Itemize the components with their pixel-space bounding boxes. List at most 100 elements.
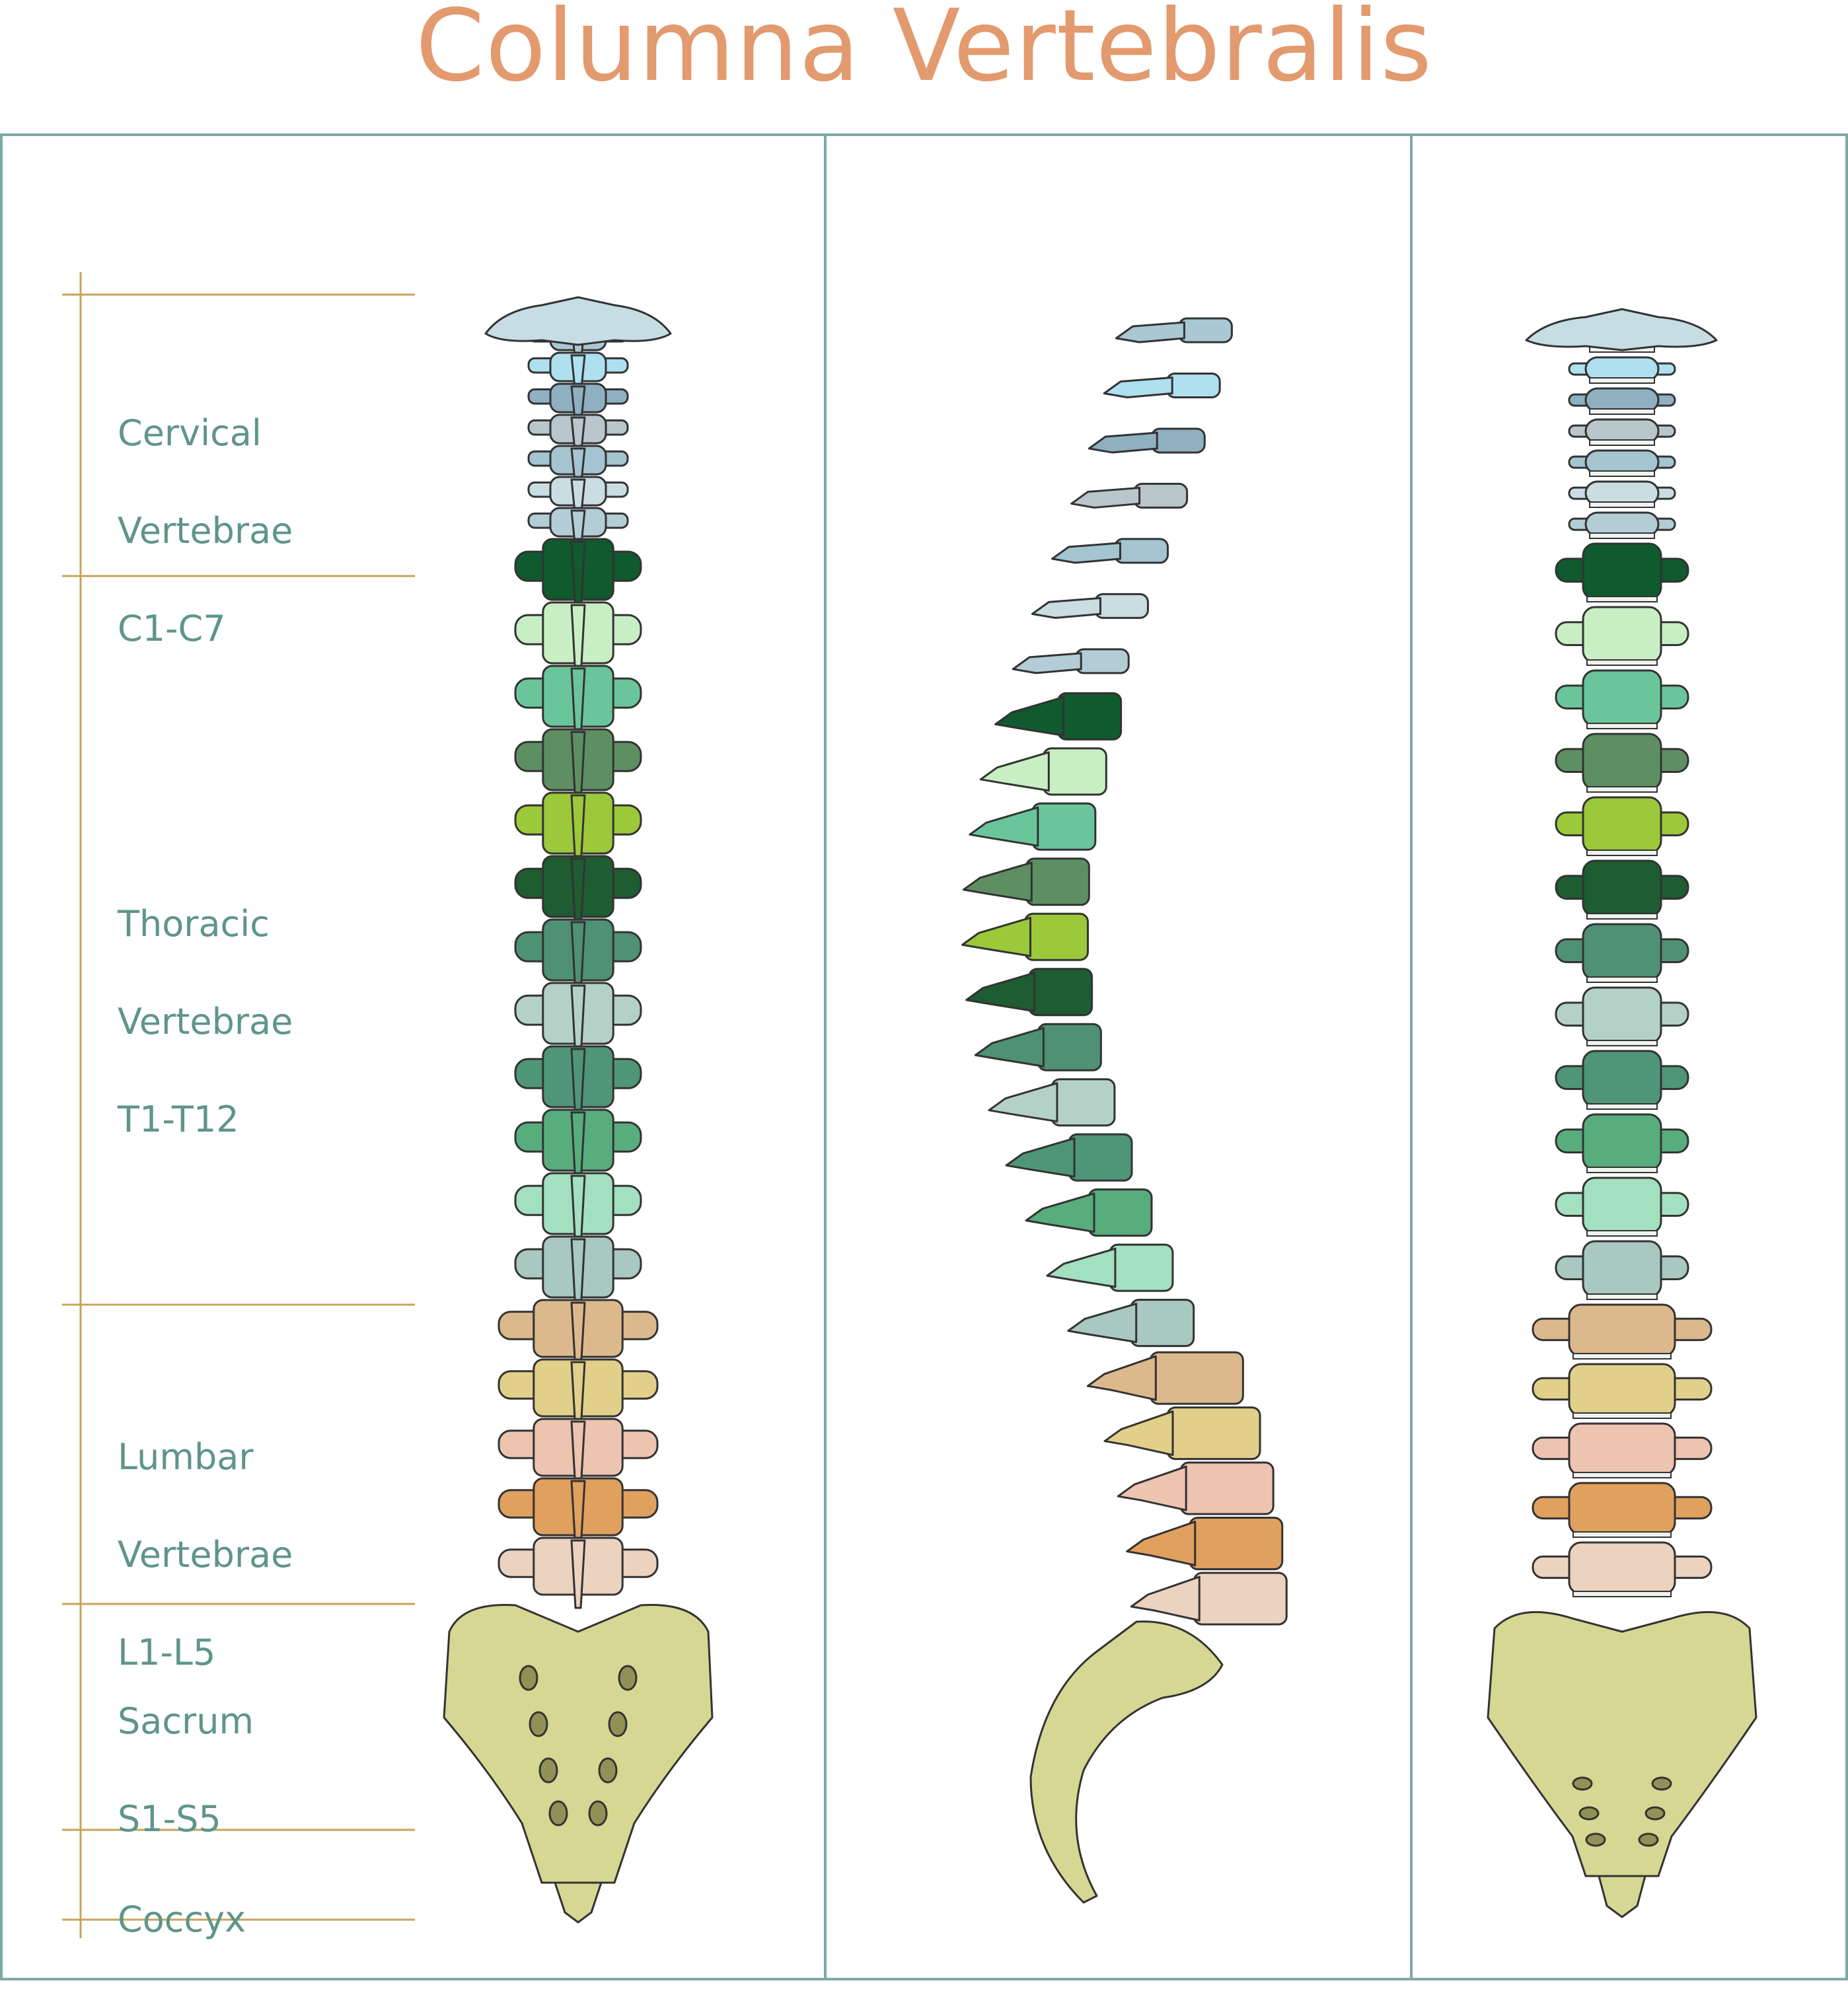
vertebra-lateral-t10 [1025,1188,1153,1237]
vertebra-anterior-l5 [1532,1541,1713,1597]
vertebra-lateral-c5 [1051,538,1169,564]
vertebral-body [1582,859,1662,918]
vertebral-body [1179,1461,1275,1515]
label-sacrum-line1: Sacrum [118,1700,254,1742]
intervertebral-disc [1586,723,1658,729]
intervertebral-disc [1586,913,1658,920]
vertebra-posterior-t11 [514,1172,642,1249]
vertebra-posterior-t3 [514,665,642,741]
vertebral-body [1130,1299,1195,1348]
vertebral-body [1093,593,1149,619]
vertebral-body [1582,1050,1662,1108]
vertebral-body [1113,538,1169,564]
vertebra-anterior-t10 [1555,1113,1689,1173]
intervertebral-disc [1572,1531,1672,1538]
sacral-foramen [1638,1832,1659,1847]
posterior-elements [1046,1247,1117,1288]
vertebra-lateral-t7 [974,1023,1102,1071]
vertebral-body [1584,387,1660,413]
vertebral-body [1028,968,1093,1017]
sacral-foramen [538,1757,558,1784]
intervertebral-disc [1589,470,1655,477]
vertebral-body [1582,1177,1662,1235]
posterior-elements [1086,1355,1157,1401]
vertebral-body [1582,1240,1662,1298]
intervertebral-disc [1572,1472,1672,1478]
vertebra-anterior-l4 [1532,1482,1713,1538]
label-sacrum-line2: S1-S5 [118,1798,221,1840]
intervertebral-disc [1586,850,1658,856]
vertebra-lateral-l2 [1103,1406,1261,1461]
intervertebral-disc [1586,596,1658,602]
vertebra-lateral-t8 [988,1078,1116,1127]
vertebra-anterior-t8 [1555,986,1689,1046]
posterior-elements [1103,1410,1174,1457]
intervertebral-disc [1586,1230,1658,1237]
vertebral-body [1166,1406,1261,1461]
vertebral-body [1193,1572,1288,1626]
posterior-elements [979,751,1050,792]
label-coccyx-line1: Coccyx [118,1899,246,1940]
posterior-elements [1088,431,1158,454]
vertebra-lateral-c7 [1012,648,1130,674]
sacral-foramen [519,1665,538,1691]
vertebra-posterior-l5 [498,1537,659,1609]
vertebra-anterior-t6 [1555,859,1689,920]
posterior-elements [1005,1137,1076,1178]
vertebral-body [1582,1113,1662,1171]
vertebral-body [1568,1422,1676,1476]
intervertebral-disc [1586,1167,1658,1173]
vertebra-anterior-l2 [1532,1363,1713,1419]
vertebral-body [1037,1023,1102,1071]
intervertebral-disc [1589,377,1655,384]
vertebral-body [1025,857,1090,906]
vertebral-body [1189,1517,1284,1571]
vertebra-anterior-t11 [1555,1177,1689,1237]
vertebra-lateral-l5 [1130,1572,1288,1626]
posterior-elements [965,972,1036,1013]
vertebra-posterior-l3 [498,1418,659,1490]
vertebra-posterior-l1 [498,1299,659,1371]
vertebra-lateral-t5 [961,912,1089,961]
vertebral-body [1150,427,1206,454]
vertebra-posterior-t2 [514,601,642,678]
vertebra-lateral-t11 [1046,1243,1174,1292]
region-bracket [62,272,415,1938]
vertebral-body [1582,986,1662,1044]
vertebra-anterior-c7 [1568,511,1676,539]
intervertebral-disc [1589,501,1655,508]
posterior-elements [1103,376,1173,398]
vertebra-posterior-t4 [514,728,642,805]
vertebra-anterior-t12 [1555,1240,1689,1300]
vertebra-posterior-t12 [514,1235,642,1312]
vertebral-body [1568,1541,1676,1595]
vertebral-body [1582,669,1662,727]
posterior-elements [1031,597,1101,619]
posterior-elements [1126,1521,1197,1567]
panel-frames [0,133,1848,1980]
vertebra-posterior-l4 [498,1477,659,1550]
label-lumbar-line1: Lumbar [118,1436,254,1478]
posterior-elements [1025,1192,1095,1233]
intervertebral-disc [1586,1040,1658,1046]
intervertebral-disc [1589,439,1655,446]
posterior-elements [974,1027,1045,1068]
spine-anterior-view [1487,308,1757,1918]
posterior-elements [1067,1303,1138,1344]
vertebra-posterior-t7 [514,918,642,995]
spinous-process [570,1539,586,1609]
vertebral-body [1582,542,1662,600]
vertebral-body [1582,733,1662,791]
intervertebral-disc [1589,532,1655,539]
vertebra-lateral-t4 [962,857,1090,906]
posterior-elements [988,1082,1058,1123]
vertebra-lateral-l1 [1086,1351,1244,1405]
sacral-foramen [618,1665,638,1691]
label-lumbar: Lumbar Vertebrae L1-L5 [118,1384,293,1726]
spine-posterior-view [443,296,714,1924]
vertebra-posterior-l2 [498,1358,659,1431]
vertebral-body [1068,1133,1133,1182]
vertebra-lateral-t1 [994,692,1123,741]
posterior-elements [1115,321,1185,344]
vertebral-body [1582,923,1662,981]
